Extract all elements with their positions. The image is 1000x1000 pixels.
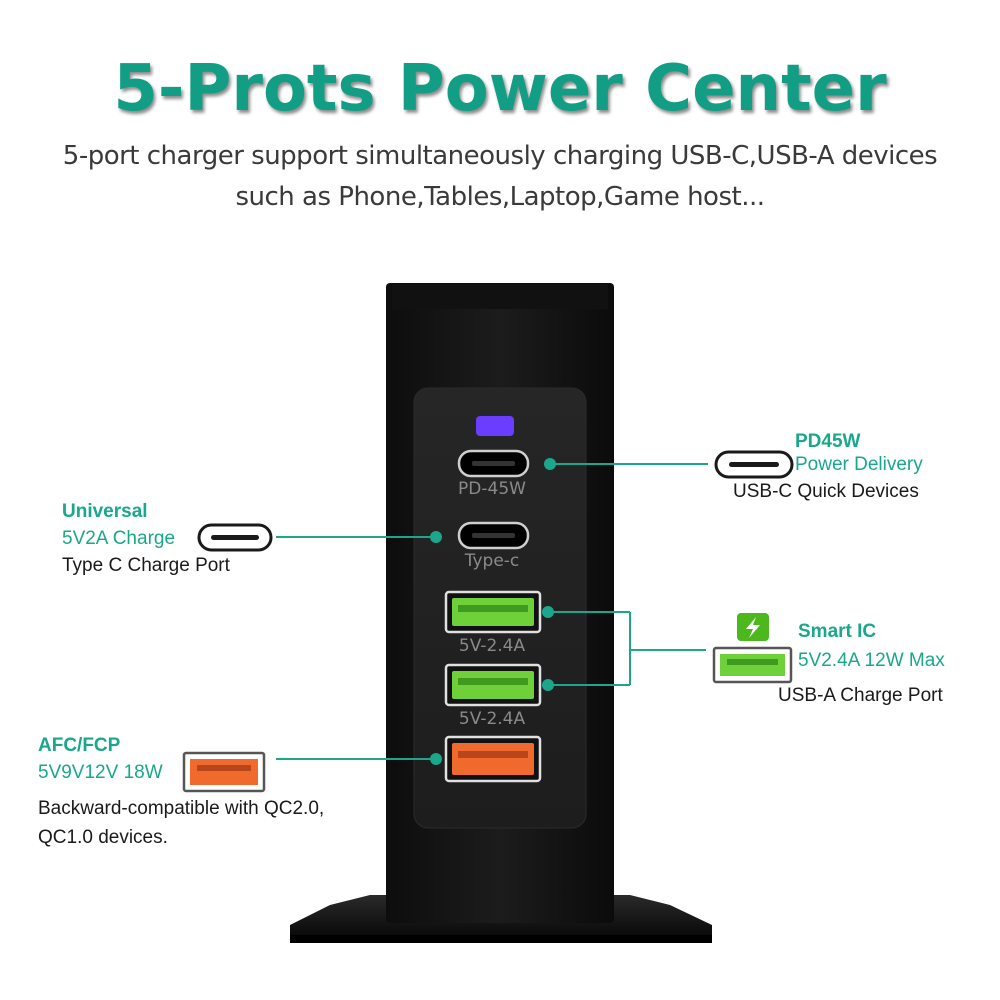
device-port-usba-2 — [444, 663, 542, 707]
callout-universal-line3: Type C Charge Port — [62, 555, 230, 576]
device-label-typec: Type-c — [464, 551, 520, 571]
usbc-outline-icon — [714, 450, 794, 479]
lightning-bolt-icon — [737, 613, 769, 641]
usbc-outline-icon — [197, 523, 273, 552]
subtitle-line-2: such as Phone,Tables,Laptop,Game host... — [235, 182, 765, 212]
callout-afc-line2: 5V9V12V 18W — [38, 762, 163, 783]
usba-green-icon — [712, 646, 793, 684]
device-port-usba-1 — [444, 590, 542, 634]
callout-pd45w-title: PD45W — [795, 431, 861, 452]
callout-smartic-line2: 5V2.4A 12W Max — [798, 650, 945, 671]
callout-universal-title: Universal — [62, 501, 148, 522]
callout-pd45w-line3: USB-C Quick Devices — [733, 481, 919, 502]
led-indicator — [476, 416, 514, 436]
subtitle-line-1: 5-port charger support simultaneously ch… — [62, 141, 938, 171]
page-title: 5-Prots Power Center — [113, 52, 887, 126]
device-label-usba-1: 5V-2.4A — [458, 636, 526, 656]
callout-afc-title: AFC/FCP — [38, 735, 121, 756]
callout-smartic-line3: USB-A Charge Port — [778, 685, 943, 706]
device-port-typec — [457, 521, 530, 550]
device-port-usba-afc — [444, 735, 542, 783]
callout-pd45w-line2: Power Delivery — [795, 454, 923, 475]
device-port-pd — [457, 449, 530, 478]
usba-orange-icon — [182, 751, 266, 793]
callout-smartic-title: Smart IC — [798, 621, 877, 642]
callout-afc-line3: Backward-compatible with QC2.0, — [38, 798, 325, 819]
callout-universal-line2: 5V2A Charge — [62, 528, 176, 549]
leader-lines — [276, 463, 708, 760]
leader-dots — [430, 458, 556, 765]
device-label-pd: PD-45W — [458, 479, 526, 499]
device-label-usba-2: 5V-2.4A — [458, 709, 526, 729]
callout-afc-line4: QC1.0 devices. — [38, 827, 168, 848]
